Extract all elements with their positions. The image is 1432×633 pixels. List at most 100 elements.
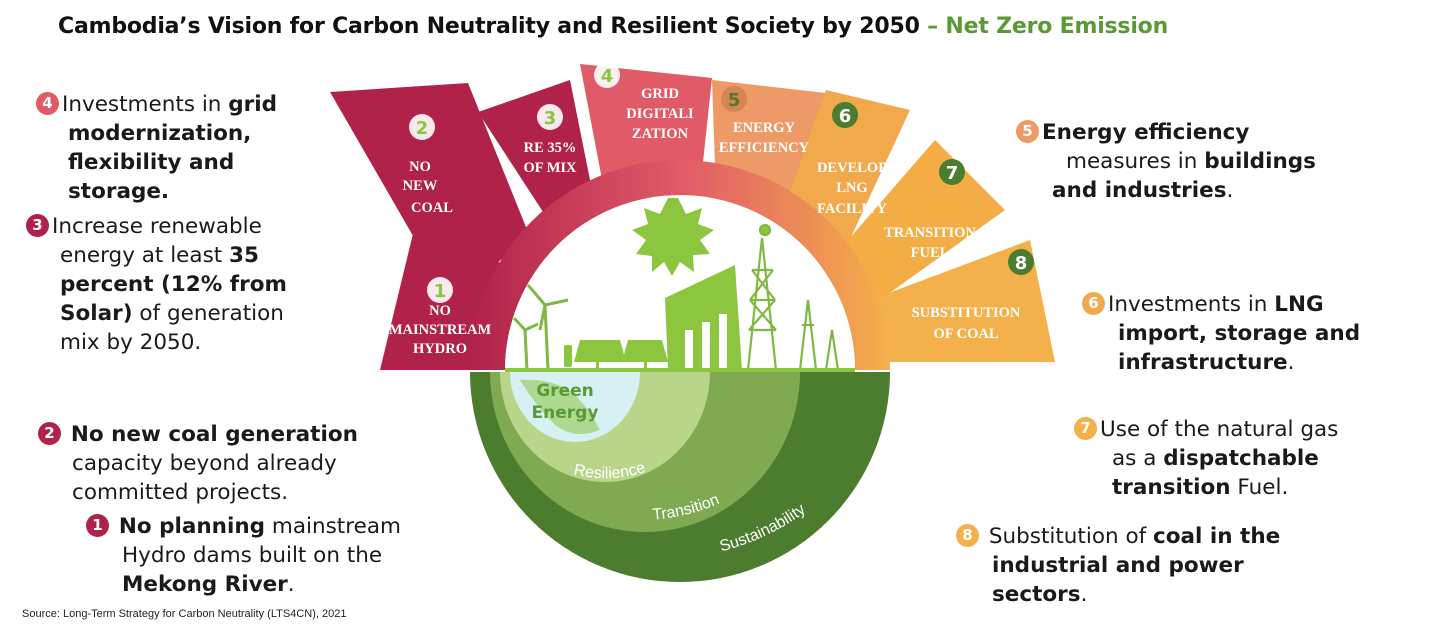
note-8-line-3-bold: sectors: [992, 582, 1081, 607]
note-2-line-2: capacity beyond already: [72, 451, 337, 476]
note-8-text: Substitution of: [988, 524, 1154, 549]
note-7-line-2-bold: dispatchable: [1163, 446, 1319, 471]
segment-8-label-2: OF COAL: [933, 326, 998, 342]
segment-1-label-3: HYDRO: [413, 341, 467, 357]
note-1-line-3-bold: Mekong River: [122, 572, 288, 597]
note-3-line-4: of generation: [132, 301, 284, 326]
note-2-bold: No new coal generation: [70, 422, 358, 447]
title-accent: – Net Zero Emission: [919, 14, 1169, 39]
segment-7-label-2: FUEL: [911, 245, 950, 261]
segment-2: [330, 83, 530, 300]
segment-8-number: 8: [1015, 253, 1028, 274]
note-3-line-3: percent (12% from: [60, 272, 287, 297]
title-main: Cambodia’s Vision for Carbon Neutrality …: [58, 14, 920, 39]
segment-6-label-2: LNG: [836, 180, 867, 196]
wind-turbine-icon: [512, 284, 569, 371]
segment-3-label-2: OF MIX: [523, 160, 577, 176]
note-4-bold-3: flexibility and: [68, 150, 235, 175]
note-8-line-3-end: .: [1080, 582, 1088, 607]
segment-4-number: 4: [601, 66, 614, 87]
note-3-line-1: Increase renewable: [52, 214, 262, 239]
segment-2-label-2: NEW: [403, 178, 438, 194]
note-6-badge: 6: [1082, 292, 1105, 315]
segment-8-label-1: SUBSTITUTION: [912, 305, 1021, 321]
note-5-line-2-bold: buildings: [1204, 149, 1316, 174]
note-8-line-2: industrial and power: [992, 553, 1244, 578]
segment-7-number: 7: [946, 163, 959, 184]
note-3-line-2-bold: 35: [229, 243, 259, 268]
ring-label-resilience-path: Resilience: [572, 459, 647, 482]
note-1-badge: 1: [86, 514, 109, 537]
note-2-badge: 2: [38, 422, 61, 445]
segment-2-label-1: NO: [409, 159, 431, 175]
center-label-green: Green: [536, 381, 594, 401]
segment-4: [580, 64, 712, 190]
note-5-line-2: measures in: [1066, 149, 1205, 174]
segment-5-label-2: EFFICIENCY: [719, 140, 810, 156]
segment-5-label-1: ENERGY: [733, 120, 796, 136]
segment-5-number: 5: [728, 90, 741, 111]
segment-8: [870, 240, 1055, 362]
segment-2-number: 2: [416, 118, 429, 139]
segment-8-content: 8 SUBSTITUTION OF COAL: [912, 249, 1034, 342]
note-8: 8 Substitution of coal in the industrial…: [956, 522, 1356, 609]
note-4-text: Investments in: [62, 92, 229, 117]
note-4-bold-4: storage.: [68, 179, 170, 204]
segment-7-label-1: TRANSITION: [884, 225, 976, 241]
segment-4-label-3: ZATION: [632, 126, 689, 142]
segment-8-badge: [1008, 249, 1034, 275]
segment-1-badge: [427, 277, 453, 303]
globe-land: [520, 379, 600, 434]
note-2: 2 No new coal generation capacity beyond…: [38, 420, 438, 507]
segment-4-badge: [594, 62, 620, 88]
segment-1-content: 1 NO MAINSTREAM HYDRO: [389, 277, 492, 357]
note-5-bold: Energy efficiency: [1042, 120, 1250, 145]
note-7-line-3-bold: transition: [1112, 475, 1231, 500]
note-2-line-3: committed projects.: [72, 480, 289, 505]
segment-4-content: 4 GRID DIGITALI ZATION: [594, 62, 694, 142]
note-6-text: Investments in: [1108, 292, 1275, 317]
note-6-line-3-end: .: [1287, 350, 1295, 375]
note-6-line-2: import, storage and: [1118, 321, 1361, 346]
segment-3: [478, 80, 595, 215]
note-6-bold: LNG: [1274, 292, 1324, 317]
segment-5-content: 5 ENERGY EFFICIENCY: [719, 86, 810, 156]
note-1-bold: No planning: [118, 514, 266, 539]
segment-7: [835, 140, 1005, 300]
note-5-line-3-bold: and industries: [1052, 178, 1227, 203]
segment-1-label-2: MAINSTREAM: [389, 322, 492, 338]
note-4-bold-2: modernization,: [68, 121, 252, 146]
note-1: 1 No planning mainstream Hydro dams buil…: [86, 512, 466, 599]
note-4-badge: 4: [36, 92, 59, 115]
segment-5-badge: [721, 86, 747, 112]
scene-background: [505, 195, 855, 370]
segment-3-content: 3 RE 35% OF MIX: [523, 104, 577, 176]
hydro-dam-icon: [665, 265, 742, 370]
segment-6-number: 6: [839, 106, 852, 127]
note-3-line-4-bold: Solar): [60, 301, 133, 326]
inner-band: [470, 160, 890, 370]
note-8-badge: 8: [956, 524, 979, 547]
segment-7-badge: [939, 159, 965, 185]
segment-7-content: 7 TRANSITION FUEL: [884, 159, 976, 261]
source-note: Source: Long-Term Strategy for Carbon Ne…: [22, 608, 347, 620]
solar-panel-icon: [564, 340, 668, 370]
segment-4-label-2: DIGITALI: [626, 106, 694, 122]
segment-1-number: 1: [434, 281, 447, 302]
note-3-badge: 3: [26, 214, 49, 237]
note-8-bold: coal in the: [1153, 524, 1281, 549]
note-5-line-3-end: .: [1226, 178, 1234, 203]
segment-6-label-1: DEVELOP: [817, 160, 887, 176]
segment-6-badge: [832, 102, 858, 128]
segment-6-label-3: FACILITY: [817, 201, 887, 217]
page-title: Cambodia’s Vision for Carbon Neutrality …: [58, 14, 1168, 39]
segment-1-label-1: NO: [429, 303, 451, 319]
segment-3-label-1: RE 35%: [524, 140, 577, 156]
note-7-badge: 7: [1074, 417, 1097, 440]
